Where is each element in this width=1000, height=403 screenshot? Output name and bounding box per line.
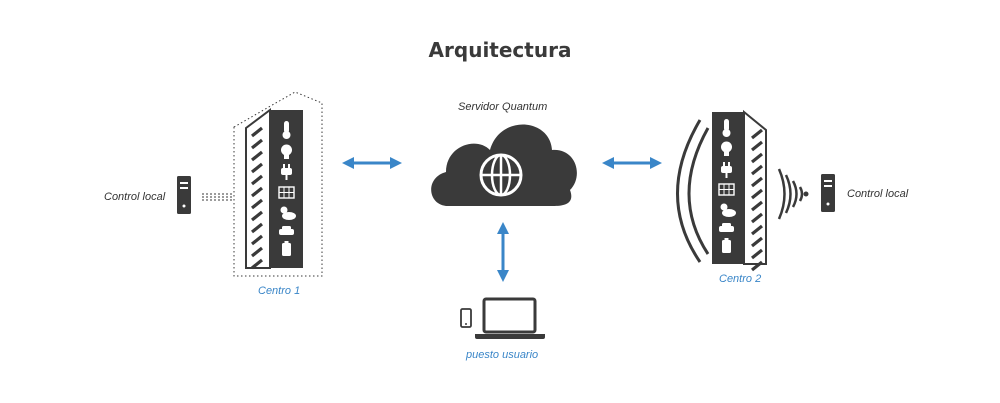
local-control-left-label: Control local (104, 191, 166, 203)
link-local-left-center1 (202, 193, 232, 201)
thermometer-icon (722, 119, 731, 137)
battery-icon (282, 241, 291, 256)
solar-panel-icon (278, 186, 295, 199)
center2-building (676, 109, 767, 272)
laptop-icon (475, 297, 545, 339)
center1-building (233, 91, 323, 277)
lightbulb-icon (281, 144, 292, 159)
local-control-right-label: Control local (847, 188, 909, 200)
local-control-right-server-icon (821, 174, 835, 212)
weather-icon (280, 206, 296, 220)
phone-icon (460, 308, 472, 328)
lightbulb-icon (721, 141, 732, 156)
workstation-label: puesto usuario (466, 349, 539, 361)
weather-icon (720, 203, 736, 217)
local-control-left-server-icon (177, 176, 191, 214)
solar-panel-icon (718, 183, 735, 196)
wireless-waves-icon (777, 168, 809, 220)
center2-label: Centro 2 (719, 273, 762, 285)
car-icon (719, 223, 734, 232)
server-label: Servidor Quantum (458, 101, 548, 113)
diagram-title: Arquitectura (428, 38, 572, 62)
center1-label: Centro 1 (258, 285, 301, 297)
thermometer-icon (282, 121, 291, 139)
car-icon (279, 226, 294, 235)
cloud-globe-icon (431, 124, 577, 206)
plug-icon (281, 164, 292, 180)
battery-icon (722, 238, 731, 253)
plug-icon (721, 162, 732, 178)
